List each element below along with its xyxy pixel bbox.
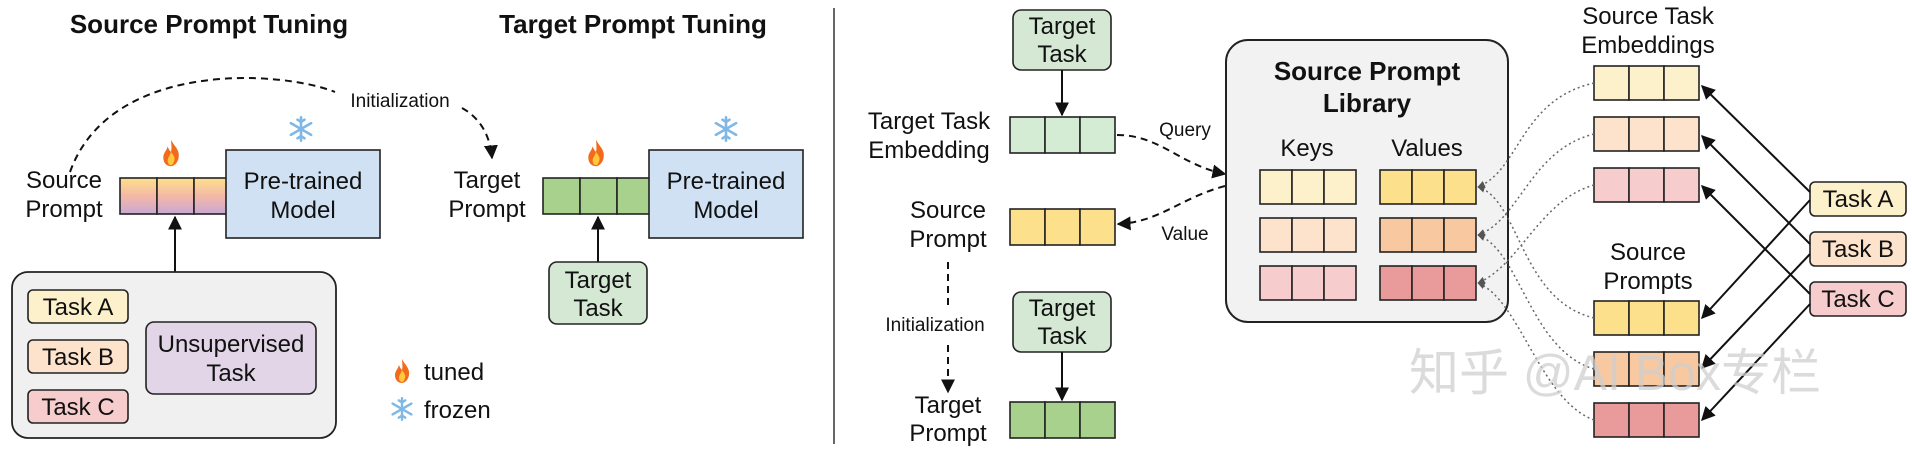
task-b-label: Task B xyxy=(42,344,114,371)
source-prompts-label-2: Prompts xyxy=(1603,268,1692,295)
task-b-chip xyxy=(27,339,129,374)
query-arrow xyxy=(1116,134,1227,179)
values-header: Values xyxy=(1391,135,1463,162)
task-a-chip xyxy=(27,289,129,324)
legend-snowflake-icon xyxy=(391,396,413,422)
library-title-2: Library xyxy=(1323,88,1412,118)
right-target-task-mid-label-2: Task xyxy=(1037,323,1087,350)
source-prompts xyxy=(1593,300,1700,438)
source-prompt-label: Source xyxy=(26,167,102,194)
right-source-prompt-label: Source xyxy=(910,197,986,224)
target-task-box xyxy=(548,261,648,325)
task-arrows xyxy=(1701,85,1811,422)
task-a-label: Task A xyxy=(43,294,114,321)
target-task-label-2: Task xyxy=(573,295,623,322)
target-prompt-tokens xyxy=(542,177,655,215)
source-prompt-tuning-title: Source Prompt Tuning xyxy=(70,9,348,39)
right-target-prompt-tokens xyxy=(1009,401,1116,439)
source-task-embeddings xyxy=(1593,65,1700,203)
task-c-chip xyxy=(27,389,129,424)
target-prompt-label-2: Prompt xyxy=(448,196,526,223)
pretrained-model-label: Pre-trained xyxy=(244,168,363,195)
target-prompt-tuning-title: Target Prompt Tuning xyxy=(499,9,767,39)
target-prompt-label: Target xyxy=(454,167,521,194)
source-prompt-label-2: Prompt xyxy=(25,196,103,223)
pretrained-model-target-label-2: Model xyxy=(693,197,758,224)
fire-icon xyxy=(163,139,179,167)
target-task-embedding-tokens xyxy=(1009,116,1116,154)
target-task-embedding-label-2: Embedding xyxy=(868,137,989,164)
query-label: Query xyxy=(1159,120,1211,141)
snowflake-icon xyxy=(289,116,313,142)
dotted-links xyxy=(1477,82,1595,421)
watermark: 知乎 @AI Box专栏 xyxy=(1409,345,1821,401)
right-task-b-label: Task B xyxy=(1822,236,1894,263)
fire-icon-target xyxy=(588,139,604,167)
target-task-label: Target xyxy=(565,267,632,294)
source-prompts-label: Source xyxy=(1610,239,1686,266)
right-task-c-chip xyxy=(1809,281,1907,317)
unsupervised-task-label-2: Task xyxy=(206,360,256,387)
pretrained-model-label-2: Model xyxy=(270,197,335,224)
library-keys xyxy=(1259,169,1357,301)
value-label: Value xyxy=(1161,224,1208,245)
right-target-prompt-label-2: Prompt xyxy=(909,420,987,447)
right-target-task-label-2: Task xyxy=(1037,41,1087,68)
right-task-b-chip xyxy=(1809,231,1907,267)
source-prompt-tokens xyxy=(119,177,232,215)
unsupervised-task-box xyxy=(145,321,317,395)
pretrained-model-box-target xyxy=(648,149,804,239)
pretrained-model-box xyxy=(225,149,381,239)
legend-frozen: frozen xyxy=(424,397,491,424)
pretrained-model-target-label: Pre-trained xyxy=(667,168,786,195)
snowflake-icon-target xyxy=(714,116,738,142)
library-title: Source Prompt xyxy=(1274,56,1461,86)
source-task-embeddings-label-2: Embeddings xyxy=(1581,32,1714,59)
initialization-arrow-tail xyxy=(461,107,498,160)
right-task-a-chip xyxy=(1809,181,1907,217)
source-task-embeddings-label: Source Task xyxy=(1582,3,1715,30)
initialization-label: Initialization xyxy=(350,91,449,112)
right-task-c-label: Task C xyxy=(1821,286,1894,313)
right-target-prompt-label: Target xyxy=(915,392,982,419)
right-source-prompt-tokens xyxy=(1009,208,1116,246)
library-values xyxy=(1379,169,1477,301)
legend-fire-icon xyxy=(395,359,410,383)
right-initialization-label: Initialization xyxy=(885,315,984,336)
right-target-task-label: Target xyxy=(1029,13,1096,40)
task-c-label: Task C xyxy=(41,394,114,421)
value-arrow xyxy=(1116,185,1226,231)
unsupervised-task-label: Unsupervised xyxy=(158,331,305,358)
legend-tuned: tuned xyxy=(424,359,484,386)
target-task-embedding-label: Target Task xyxy=(868,108,991,135)
right-target-task-mid-label: Target xyxy=(1029,295,1096,322)
right-source-prompt-label-2: Prompt xyxy=(909,226,987,253)
right-task-a-label: Task A xyxy=(1823,186,1894,213)
keys-header: Keys xyxy=(1280,135,1333,162)
